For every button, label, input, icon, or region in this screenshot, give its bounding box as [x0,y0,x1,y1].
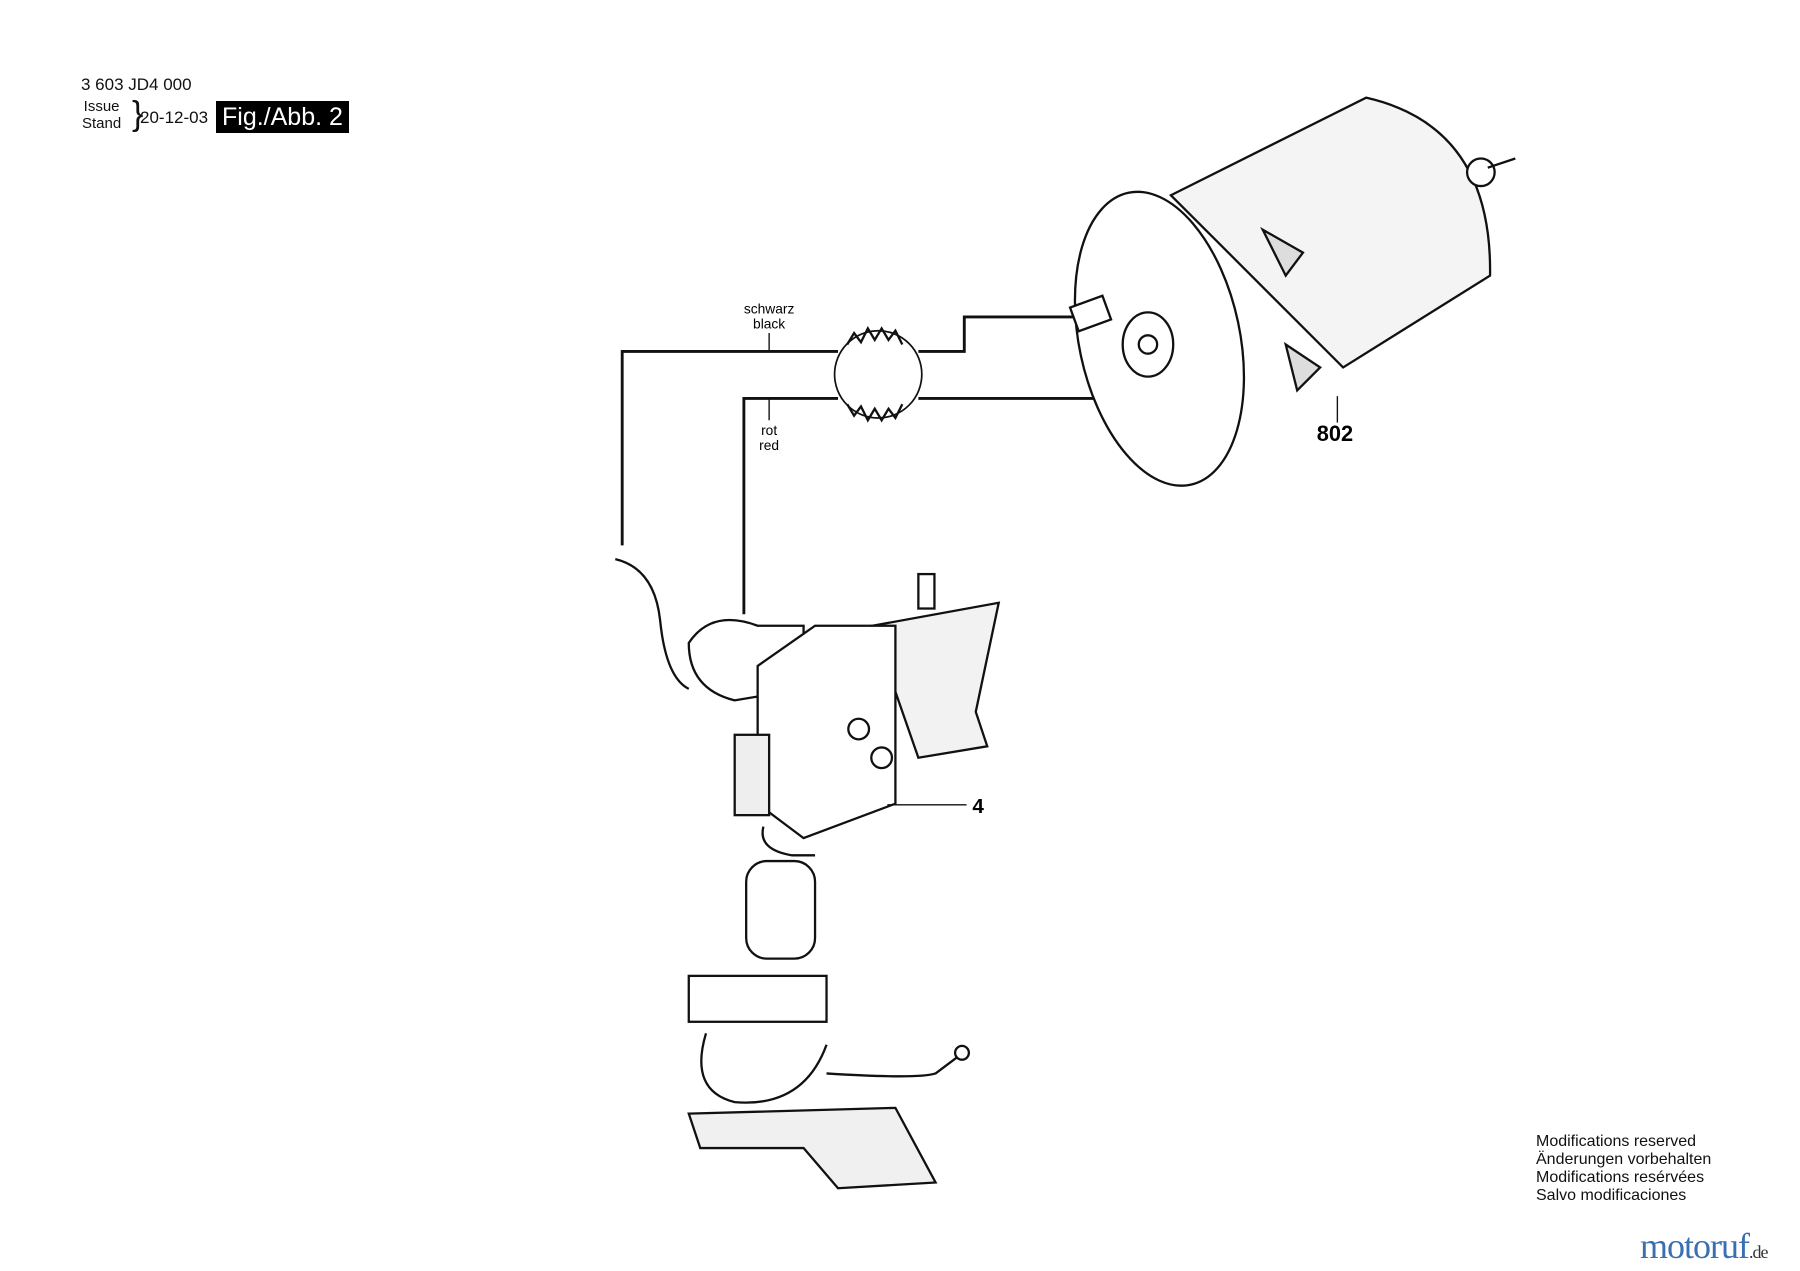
issue-date: 20-12-03 [140,108,209,127]
note-fr: Modifications resérvées [1536,1169,1705,1186]
stand-label: Stand [82,115,122,132]
connector-detail-circle [833,329,923,419]
modification-notes: Modifications reserved Änderungen vorbeh… [1536,1133,1711,1205]
brace: } [132,95,144,133]
issue-stand-label: Issue Stand [82,98,121,132]
black-wire [620,315,1074,546]
callout-4: 4 [972,795,984,818]
callout-802: 802 [1317,421,1353,446]
red-wire-label-en: red [759,438,779,453]
red-wire-label-de: rot [761,423,777,438]
note-en: Modifications reserved [1536,1133,1697,1150]
motor-802 [1068,96,1516,487]
note-de: Änderungen vorbehalten [1536,1151,1712,1168]
motoruf-logo[interactable]: motoruf.de [1640,1225,1768,1267]
black-wire-label-en: black [753,316,785,331]
switch-4 [615,558,1001,1190]
note-es: Salvo modificaciones [1536,1187,1687,1204]
part-number: 3 603 JD4 000 [81,75,192,94]
connector-jag-top [846,326,904,346]
connector-jag-bottom [846,403,904,423]
black-wire-label-de: schwarz [744,301,795,316]
figure-label: Fig./Abb. 2 [216,101,349,133]
logo-tld: .de [1748,1242,1768,1262]
issue-label: Issue [83,98,120,115]
logo-text: motoruf [1640,1226,1750,1266]
